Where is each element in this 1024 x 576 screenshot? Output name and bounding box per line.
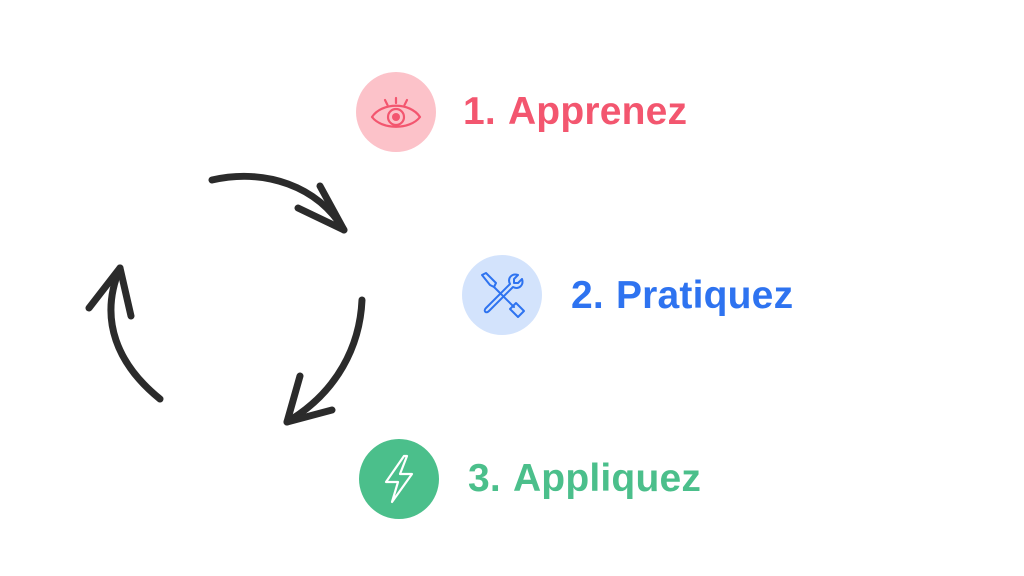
step-2-number: 2. [571, 274, 604, 317]
cycle-arrow-top [208, 172, 348, 234]
cycle-arrow-left [85, 264, 164, 403]
tools-icon [481, 272, 525, 318]
step-3-label: 3. Appliquez [468, 456, 701, 502]
step-1-label: 1. Apprenez [463, 89, 687, 135]
step-1-icon-circle [356, 72, 436, 152]
step-1-title: Apprenez [507, 90, 688, 133]
step-1-number: 1. [463, 90, 496, 133]
step-3-icon-circle [359, 439, 439, 519]
step-3-number: 3. [468, 457, 501, 500]
step-2-label: 2. Pratiquez [571, 273, 793, 319]
step-2-icon-circle [462, 255, 542, 335]
eye-icon [370, 96, 422, 128]
step-2-title: Pratiquez [615, 274, 794, 317]
lightning-icon [384, 454, 414, 504]
cycle-arrow-right [283, 296, 366, 426]
step-3-title: Appliquez [512, 457, 702, 500]
